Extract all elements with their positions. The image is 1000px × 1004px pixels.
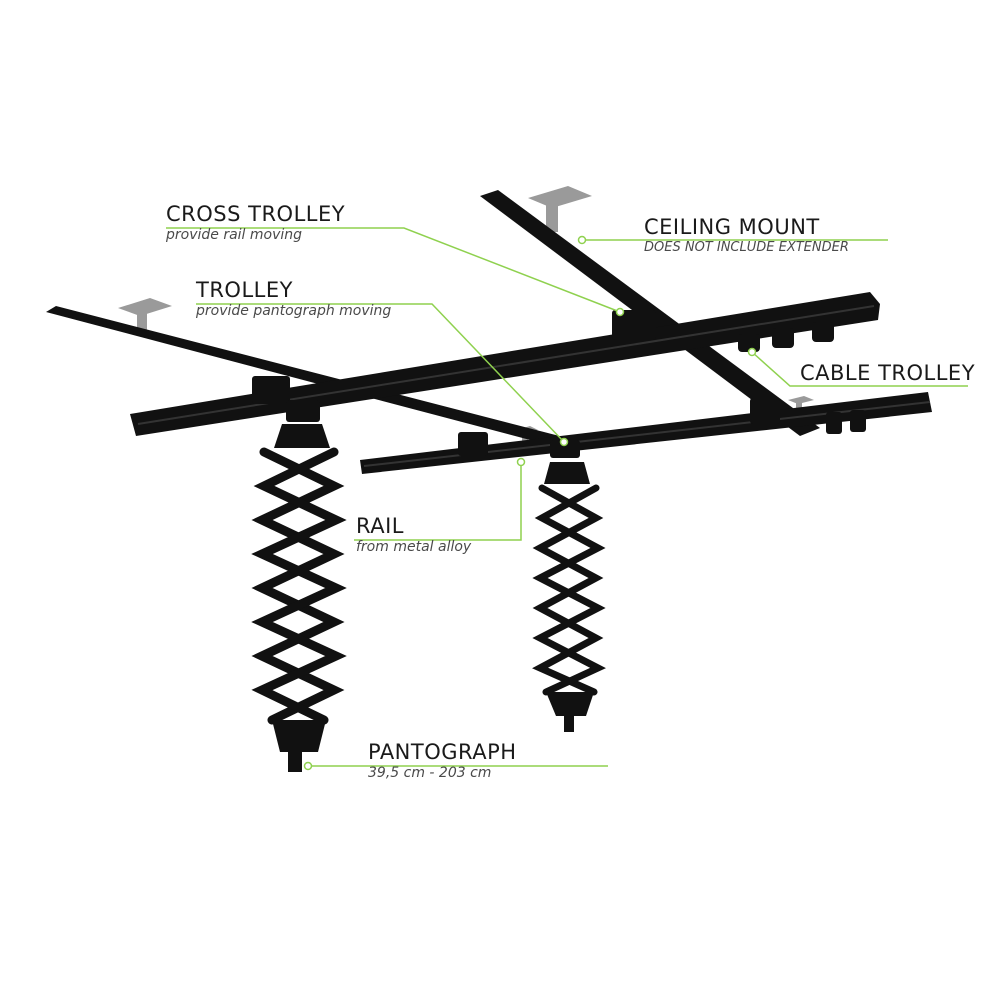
- trolleys: [252, 310, 780, 458]
- label-trolley-subtitle: provide pantograph moving: [196, 303, 392, 319]
- ceiling-mount-right-post: [796, 402, 802, 412]
- ceiling-mount-plates: [118, 186, 814, 446]
- leader-rail: [354, 462, 522, 541]
- cross-rail-upper: [130, 292, 880, 436]
- trolley-block-right: [550, 440, 580, 458]
- fixed-rail-left: [46, 306, 575, 450]
- cable-trolley-2: [772, 328, 794, 348]
- ceiling-mount-right: [788, 396, 814, 404]
- label-pantograph-title: PANTOGRAPH: [368, 740, 517, 764]
- pantograph-large-right-zigzag: [251, 447, 347, 725]
- pantograph-small-top-head: [544, 462, 590, 484]
- pantograph-large: [251, 424, 347, 772]
- cross-trolley-block-mid: [458, 432, 488, 456]
- pantograph-large-foot: [288, 752, 302, 772]
- pantograph-small: [532, 462, 606, 732]
- pantograph-small-foot: [564, 716, 574, 732]
- pantograph-large-left-zigzag: [251, 447, 345, 725]
- label-pantograph-subtitle: 39,5 cm - 203 cm: [368, 765, 492, 781]
- ceiling-mount-front-post: [522, 432, 528, 446]
- label-ceiling-mount-subtitle: DOES NOT INCLUDE EXTENDER: [644, 240, 849, 255]
- label-trolley: TROLLEY provide pantograph moving: [196, 278, 391, 320]
- ceiling-mount-left: [118, 298, 172, 316]
- label-cable-trolley: CABLE TROLLEY: [800, 361, 975, 385]
- dot-trolley: [559, 437, 569, 447]
- label-cross-trolley-title: CROSS TROLLEY: [166, 202, 346, 226]
- label-rail: RAIL from metal alloy: [356, 514, 471, 556]
- trolley-block-left: [286, 400, 320, 422]
- ceiling-mount-left-post: [137, 312, 147, 336]
- cable-trolley-1: [738, 334, 760, 352]
- cross-trolley-block-left: [252, 376, 290, 404]
- label-cross-trolley: CROSS TROLLEY provide rail moving: [166, 202, 345, 244]
- label-trolley-title: TROLLEY: [196, 278, 293, 302]
- leader-cross-trolley: [166, 227, 621, 313]
- ceiling-mount-back-post: [546, 204, 558, 232]
- label-ceiling-mount-title: CEILING MOUNT: [644, 215, 820, 239]
- label-cable-trolley-title: CABLE TROLLEY: [800, 361, 976, 385]
- cable-trolley-3: [812, 322, 834, 342]
- label-rail-subtitle: from metal alloy: [356, 539, 472, 555]
- pantograph-small-right-zigzag: [532, 484, 606, 696]
- cable-trolleys: [738, 322, 866, 434]
- pantograph-large-bottom-head: [272, 720, 326, 752]
- leader-cable-trolley: [751, 351, 968, 387]
- label-pantograph: PANTOGRAPH 39,5 cm - 203 cm: [368, 740, 517, 782]
- label-cross-trolley-subtitle: provide rail moving: [166, 227, 303, 243]
- dot-rail: [516, 457, 526, 467]
- callout-leaders: [166, 227, 968, 767]
- pantograph-large-top-head: [274, 424, 330, 448]
- cable-trolley-5: [850, 410, 866, 432]
- dot-pantograph: [303, 761, 313, 771]
- label-rail-title: RAIL: [356, 514, 404, 538]
- ceiling-mount-back: [528, 186, 592, 208]
- cross-rail-lower: [360, 392, 932, 474]
- cross-rail-upper-groove: [137, 305, 875, 425]
- callout-dots: [303, 235, 757, 771]
- pantograph-small-bottom-head: [546, 692, 594, 716]
- cross-trolley-block-right: [750, 398, 780, 424]
- label-ceiling-mount: CEILING MOUNT DOES NOT INCLUDE EXTENDER: [644, 215, 849, 257]
- cross-trolley-block: [612, 310, 656, 340]
- cable-trolley-4: [826, 412, 842, 434]
- dot-cross-trolley: [615, 307, 625, 317]
- dot-ceiling-mount: [577, 235, 587, 245]
- leader-trolley: [196, 303, 565, 443]
- dot-cable-trolley: [747, 347, 757, 357]
